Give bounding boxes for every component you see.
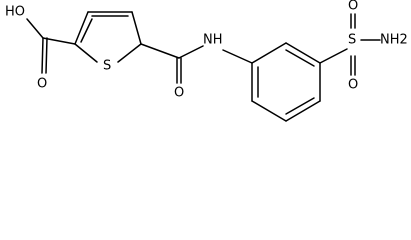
bond-c2-s [74,43,98,63]
sulfonamide-group [319,13,381,76]
bond-ring-carbonyl [140,43,180,59]
bond-c-ring [42,37,76,45]
bond-b5-b6 [251,100,287,122]
bond-s-c5 [117,43,142,63]
bond-c3-c2 [74,11,89,45]
thiophene-ring [74,11,142,63]
bond-c-o-double-b [45,37,48,74]
atom-label-carboxyl-hydroxyl: HO [5,5,25,20]
bond-b1-b2 [251,42,287,64]
atom-label-sulfonyl-oxygen-top: O [348,0,358,14]
amide-group [140,43,253,84]
bond-b4-b5 [285,100,321,122]
carboxylic-acid-group [26,18,76,74]
bond-c5-c4 [131,11,142,45]
atom-label-carboxyl-oxygen: O [37,77,47,92]
atom-label-sulfonyl-oxygen-bottom: O [348,78,358,93]
chemical-structure: HO O S O NH S O O NH2 [5,0,408,122]
bond-ring-s [319,48,348,64]
bond-c3-c2-inner [80,18,93,43]
bond-b4-b5-inner [285,97,315,115]
atom-label-amide-nitrogen: NH [203,33,223,48]
bond-c-o-double-a [41,37,44,74]
atom-label-sulfonyl-sulfur: S [348,33,356,48]
atom-label-sulfonamide-nitrogen: NH2 [380,33,408,48]
bond-ho-c [26,18,44,39]
bond-b2-b3-inner [285,49,315,67]
atom-label-amide-oxygen: O [174,86,184,101]
benzene-ring [251,42,321,122]
atom-label-ring-sulfur: S [103,59,111,74]
bond-n-phenyl [222,49,253,64]
bond-b2-b3 [285,42,321,64]
bond-carbonyl-n [178,45,204,59]
